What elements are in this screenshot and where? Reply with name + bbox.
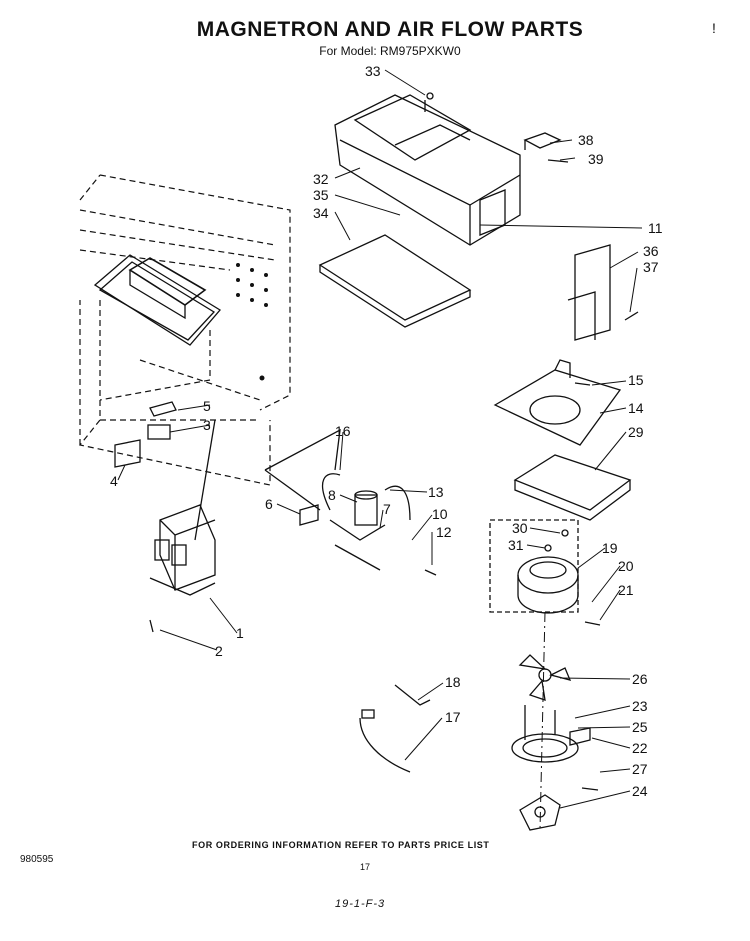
thermal-cutout-parts [114, 401, 177, 468]
callout-25: 25 [632, 719, 648, 735]
corner-mark: ! [712, 20, 716, 36]
air-guide [513, 454, 632, 521]
callout-34: 34 [313, 205, 329, 221]
motor-shaft-centerline [539, 611, 546, 831]
callout-12: 12 [436, 524, 452, 540]
blower-outlet [519, 794, 561, 831]
transformer [149, 504, 216, 596]
fan-motor [517, 529, 579, 614]
date-code: 19-1-F-3 [335, 898, 386, 910]
oven-cavity-outline [78, 174, 291, 486]
callout-33: 33 [365, 63, 381, 79]
fan-blade [518, 654, 572, 701]
wire-harness-parts [359, 684, 431, 773]
callout-18: 18 [445, 674, 461, 690]
page-number: 17 [360, 862, 371, 872]
screw-icons [149, 100, 639, 791]
callout-17: 17 [445, 709, 461, 725]
bracket-part-36 [567, 244, 611, 341]
callout-35: 35 [313, 187, 329, 203]
callout-38: 38 [578, 132, 594, 148]
callout-15: 15 [628, 372, 644, 388]
callout-4: 4 [110, 473, 118, 489]
callout-36: 36 [643, 243, 659, 259]
duct-tray [318, 234, 472, 328]
bracket-part-38 [523, 132, 562, 150]
callout-16: 16 [335, 423, 351, 439]
callout-19: 19 [602, 540, 618, 556]
callout-39: 39 [588, 151, 604, 167]
callout-11: 11 [648, 220, 663, 236]
callout-37: 37 [643, 259, 659, 275]
callout-31: 31 [508, 537, 524, 553]
motor-assembly-box [489, 519, 579, 613]
high-voltage-wiring [264, 428, 411, 571]
callout-29: 29 [628, 424, 644, 440]
callout-7: 7 [383, 501, 391, 517]
diagram-title: MAGNETRON AND AIR FLOW PARTS [196, 18, 584, 41]
callout-27: 27 [632, 761, 648, 777]
ordering-note: FOR ORDERING INFORMATION REFER TO PARTS … [192, 840, 490, 850]
callout-8: 8 [328, 487, 336, 503]
callout-10: 10 [432, 506, 448, 522]
transformer-connector-line [194, 419, 216, 541]
waveguide-plate [93, 254, 221, 346]
air-duct-assembly [334, 92, 521, 246]
callout-5: 5 [203, 398, 211, 414]
callout-14: 14 [628, 400, 644, 416]
callout-21: 21 [618, 582, 634, 598]
callout-23: 23 [632, 698, 648, 714]
callout-3: 3 [203, 417, 211, 433]
callout-2: 2 [215, 643, 223, 659]
blower-housing [511, 705, 591, 763]
callout-26: 26 [632, 671, 648, 687]
callout-1: 1 [236, 625, 244, 641]
callout-24: 24 [632, 783, 648, 799]
callout-13: 13 [428, 484, 444, 500]
callout-32: 32 [313, 171, 329, 187]
callout-leaders [117, 69, 643, 809]
document-number: 980595 [20, 854, 54, 865]
callout-30: 30 [512, 520, 528, 536]
callout-22: 22 [632, 740, 648, 756]
callout-6: 6 [265, 496, 273, 512]
cavity-vent-holes [236, 263, 268, 381]
motor-mount-plate [493, 359, 622, 446]
model-subtitle: For Model: RM975PXKW0 [319, 44, 461, 58]
callout-numbers: 33 38 39 32 35 34 11 36 37 15 14 29 5 3 … [110, 63, 663, 799]
callout-20: 20 [618, 558, 634, 574]
